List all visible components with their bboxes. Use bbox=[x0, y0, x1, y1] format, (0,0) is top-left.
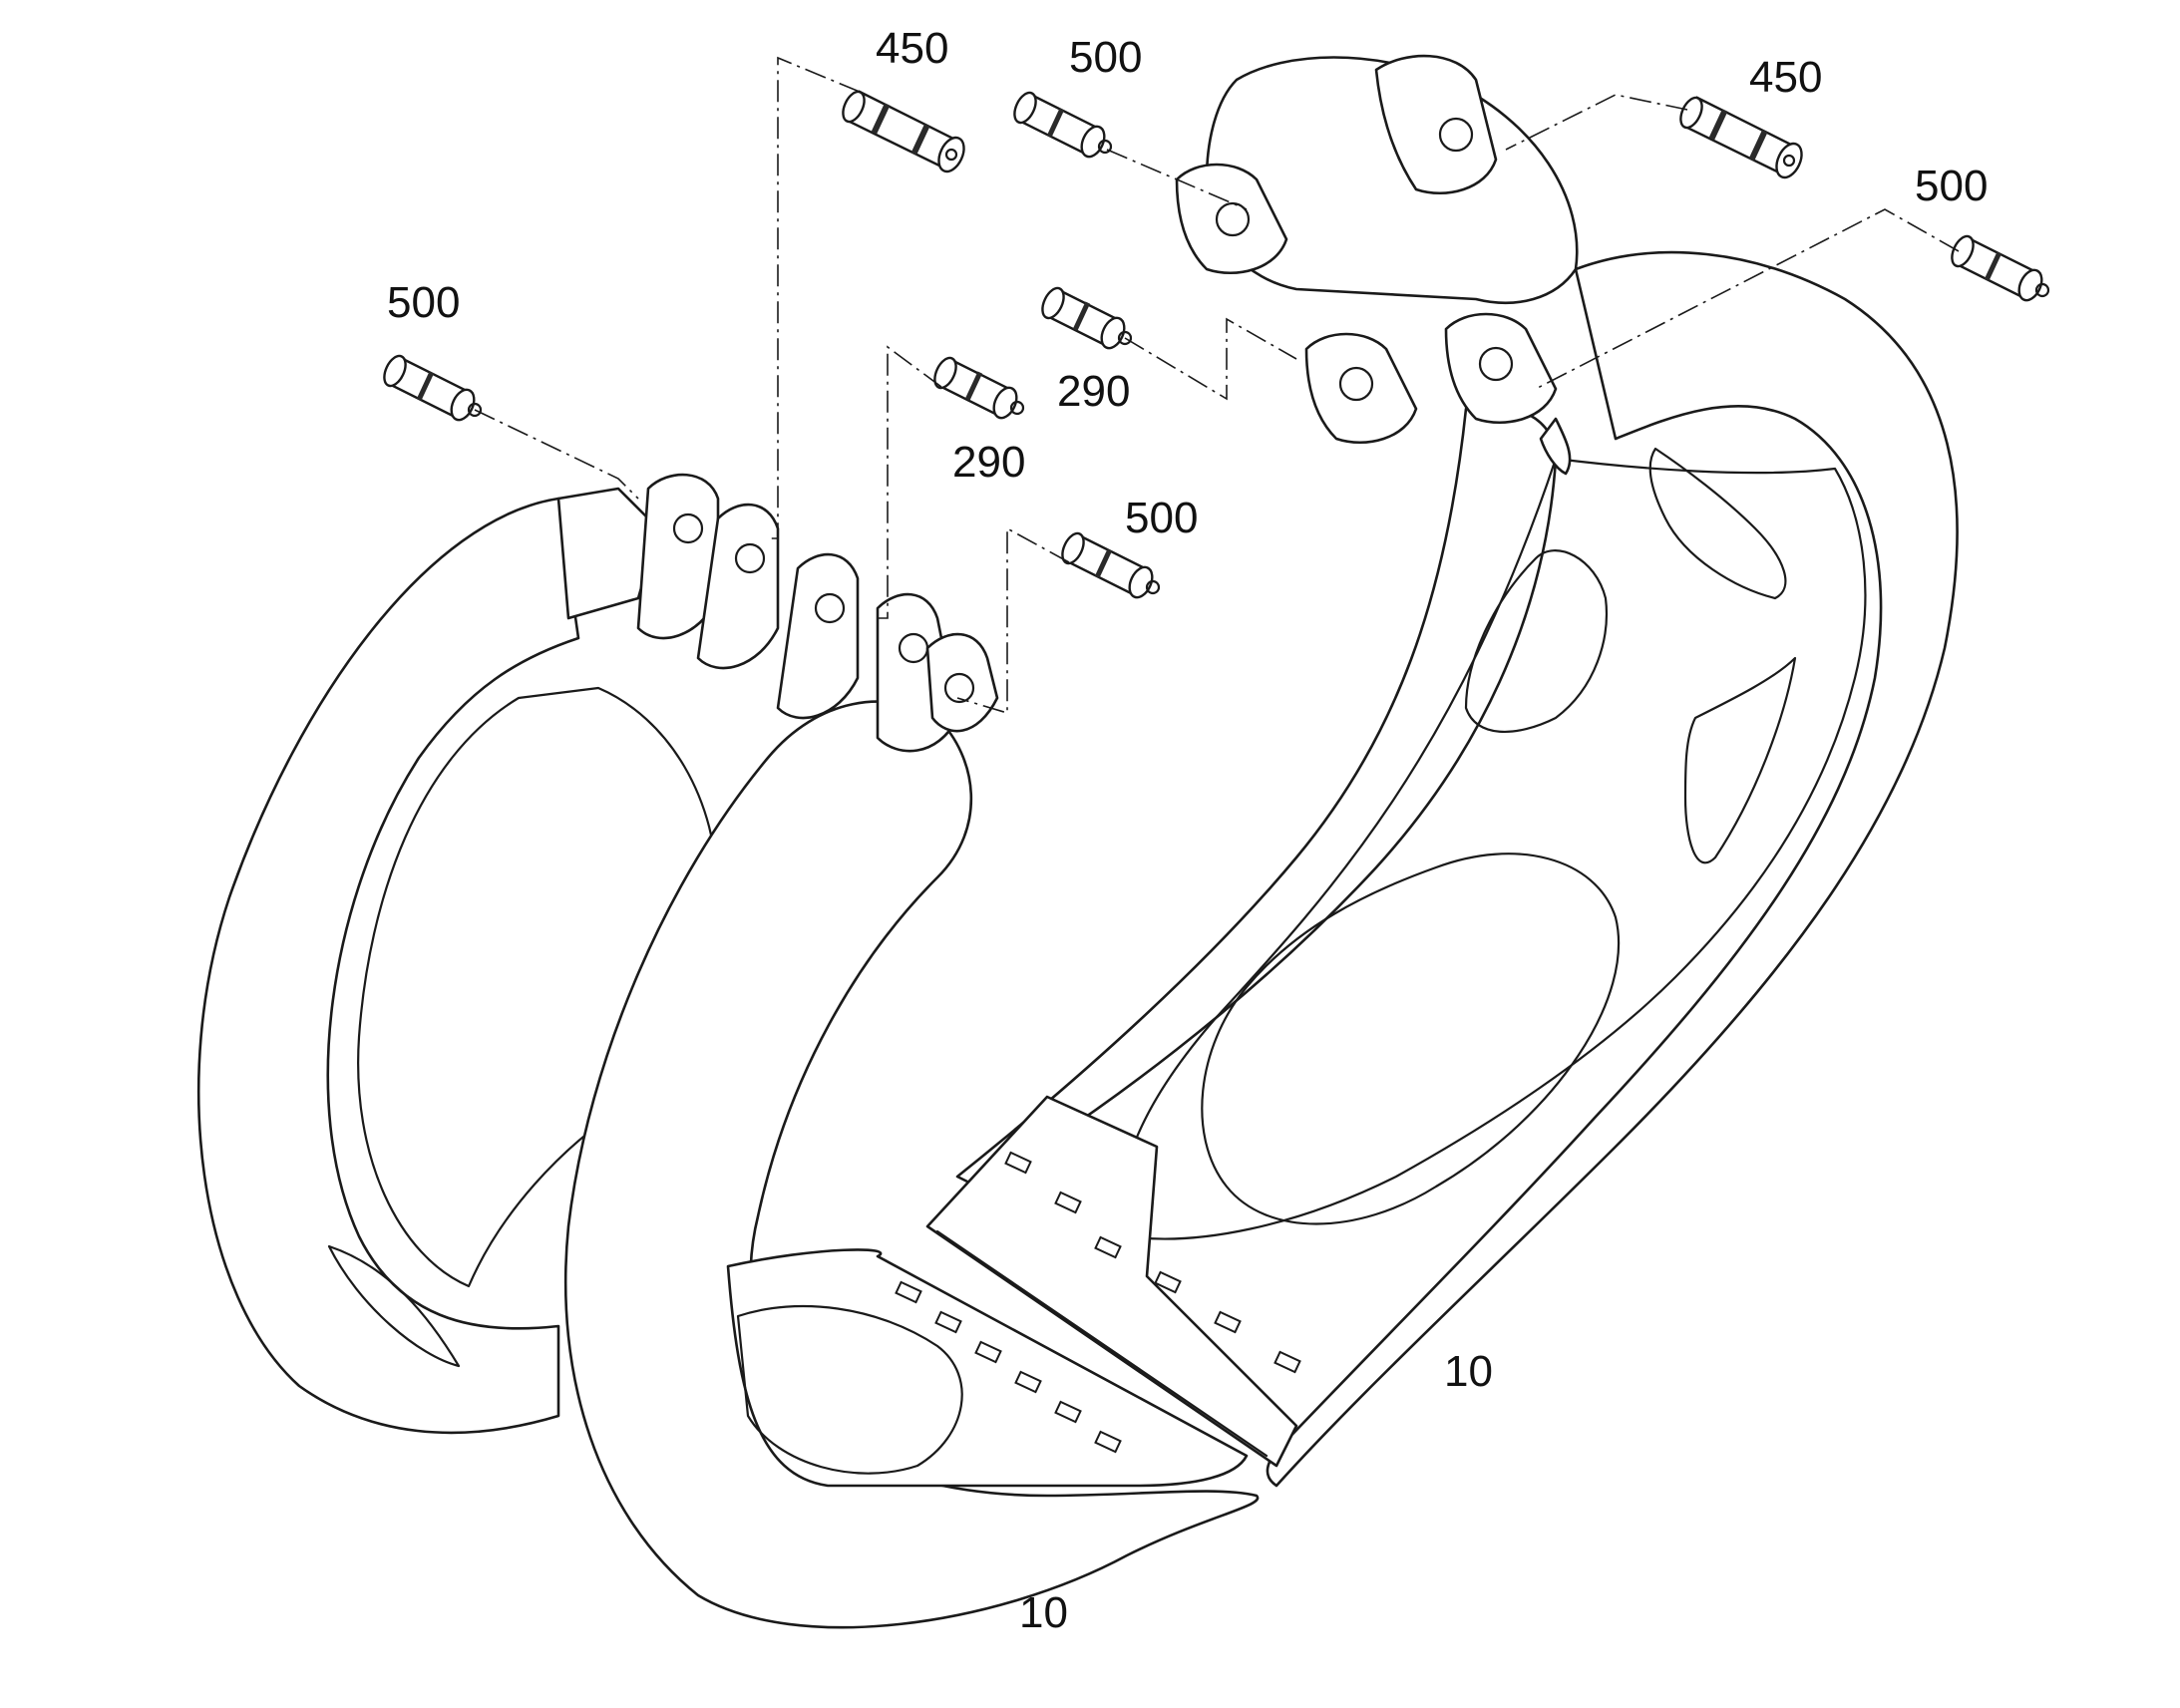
assembly-leader-lines bbox=[474, 56, 1960, 715]
callout-450-top-left: 450 bbox=[876, 24, 948, 73]
rotator-head bbox=[1175, 54, 1579, 476]
pin-450-top-right bbox=[1679, 96, 1803, 179]
callout-500-left: 500 bbox=[387, 278, 460, 327]
callout-10-left-jaw: 10 bbox=[1019, 1588, 1068, 1637]
callout-500-top-center: 500 bbox=[1069, 33, 1142, 82]
pin-290-lower bbox=[933, 356, 1025, 420]
pin-500-mid bbox=[1061, 531, 1161, 599]
pin-500-left bbox=[383, 354, 483, 422]
pin-450-top-left bbox=[842, 90, 965, 173]
pin-500-far-right bbox=[1951, 234, 2050, 302]
pin-500-top-center bbox=[1013, 91, 1113, 159]
right-grapple-jaw bbox=[925, 54, 1959, 1488]
left-grapple-jaw bbox=[196, 473, 1260, 1629]
callout-500-mid: 500 bbox=[1125, 494, 1198, 542]
callout-10-right-jaw: 10 bbox=[1444, 1347, 1493, 1396]
callout-450-top-right: 450 bbox=[1749, 53, 1822, 102]
callout-290-lower: 290 bbox=[952, 438, 1025, 487]
callout-290-upper: 290 bbox=[1057, 367, 1130, 416]
pin-290-upper bbox=[1041, 286, 1133, 350]
left-floor-slots bbox=[895, 1280, 1122, 1454]
callout-500-far-right: 500 bbox=[1915, 162, 1988, 210]
right-floor-slots bbox=[1004, 1151, 1301, 1374]
left-hinge-lugs bbox=[556, 473, 999, 753]
